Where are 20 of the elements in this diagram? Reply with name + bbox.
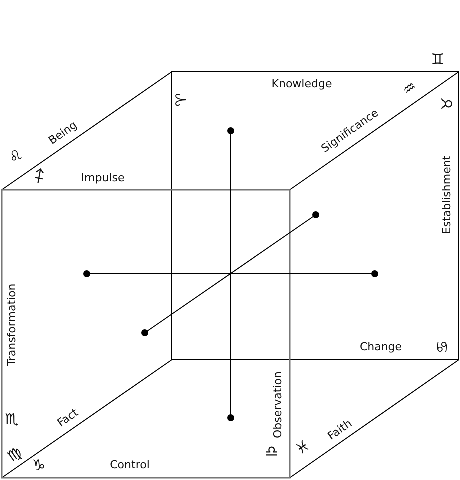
zodiac-symbol: ♌ [6, 147, 26, 167]
cube-edge-label: Control [110, 460, 150, 470]
zodiac-symbol: ♍ [5, 445, 25, 465]
cube-edge-label: Change [360, 342, 402, 352]
zodiac-symbol: ♐ [30, 167, 50, 187]
cube-edge-label: Transformation [6, 284, 18, 366]
zodiac-symbol: ♊ [431, 52, 445, 68]
cube-edge-label: Observation [272, 372, 284, 438]
zodiac-symbol: ♈ [174, 93, 190, 107]
zodiac-symbol: ♏ [5, 412, 19, 428]
cube-edge-label: Knowledge [272, 78, 332, 90]
cube-edge-label: Establishment [442, 156, 452, 234]
zodiac-symbol: ♓ [293, 438, 313, 458]
zodiac-symbol: ♒ [400, 79, 420, 99]
zodiac-symbol: ♑ [32, 458, 46, 474]
zodiac-symbol: ♋ [436, 340, 450, 354]
zodiac-symbol: ♉ [440, 97, 456, 111]
cube-edge-label: Fact [56, 407, 80, 429]
cube-edge-label: Impulse [81, 172, 125, 184]
zodiac-symbol: ♎ [265, 444, 279, 460]
